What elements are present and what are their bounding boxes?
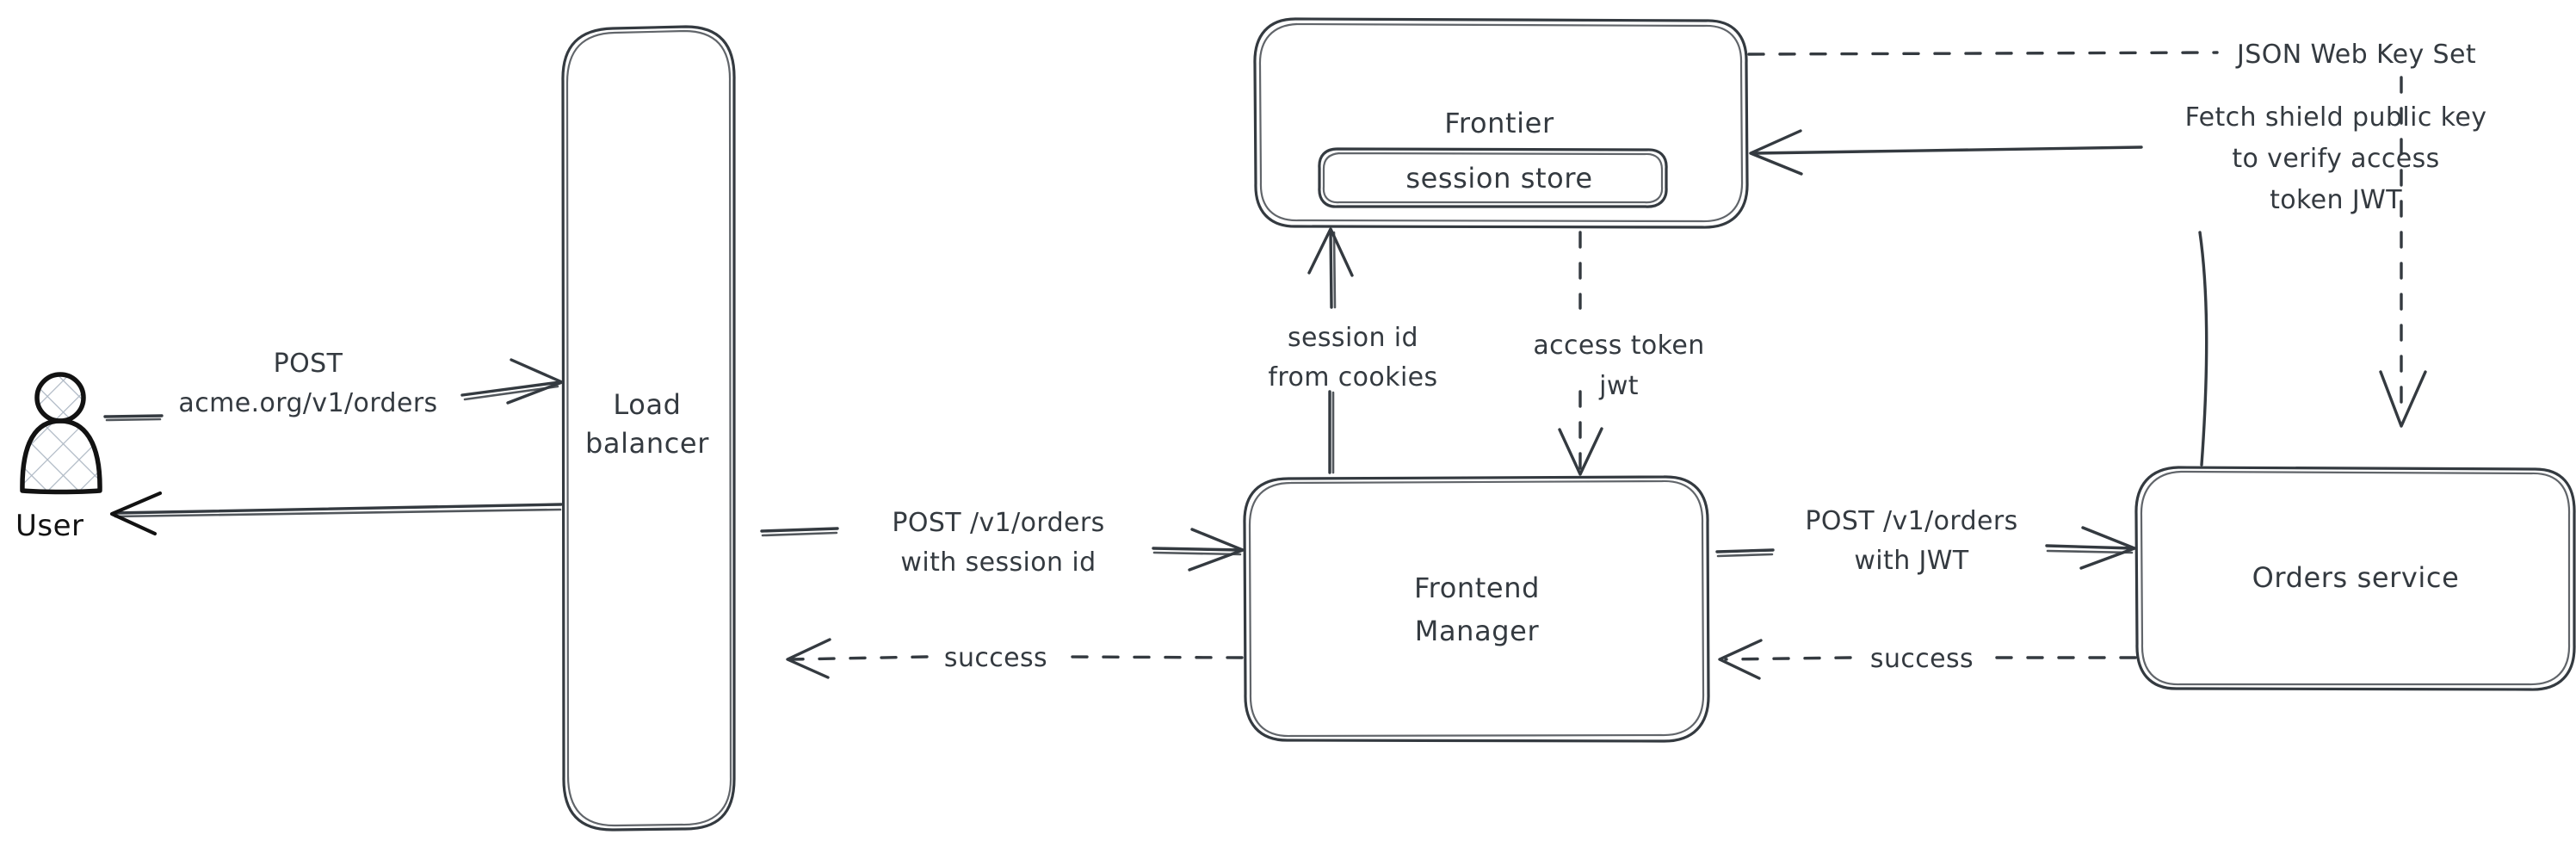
edge-user-lb-label-line2: acme.org/v1/orders: [178, 388, 437, 418]
edge-frontier-to-orders: JSON Web Key Set: [1747, 40, 2476, 428]
edge-fm-lb-label: success: [944, 643, 1047, 673]
edge-frontier-fm-label-line2: jwt: [1598, 371, 1639, 401]
edge-orders-frontier-label-line1: Fetch shield public key: [2185, 102, 2487, 133]
edge-user-lb-label-line1: POST: [274, 349, 343, 379]
frontend-manager-label-line1: Frontend: [1414, 572, 1540, 604]
node-load-balancer[interactable]: Load balancer: [561, 25, 736, 832]
node-orders-service[interactable]: Orders service: [2134, 466, 2576, 691]
user-label: User: [15, 509, 84, 543]
edge-frontend-manager-to-frontier: session id from cookies: [1268, 227, 1437, 474]
node-frontier[interactable]: Frontier session store: [1253, 17, 1749, 229]
edge-frontend-manager-to-lb: success: [786, 638, 1244, 679]
orders-service-label: Orders service: [2252, 561, 2460, 594]
load-balancer-label-line2: balancer: [585, 427, 709, 460]
frontend-manager-label-line2: Manager: [1415, 615, 1540, 647]
node-frontend-manager[interactable]: Frontend Manager: [1243, 475, 1710, 743]
edge-frontier-to-frontend-manager: access token jwt: [1533, 231, 1704, 476]
edge-frontend-manager-to-orders: POST /v1/orders with JWT: [1715, 506, 2136, 576]
load-balancer-label-line1: Load: [613, 388, 681, 421]
session-store-label: session store: [1405, 162, 1592, 195]
edge-orders-to-frontier: Fetch shield public key to verify access…: [1749, 102, 2487, 467]
edge-frontier-fm-label-line1: access token: [1533, 331, 1704, 361]
edge-fm-frontier-label-line2: from cookies: [1268, 362, 1437, 393]
node-session-store[interactable]: session store: [1318, 147, 1668, 208]
edge-frontier-orders-label: JSON Web Key Set: [2235, 40, 2476, 70]
edge-fm-orders-label-line2: with JWT: [1854, 546, 1968, 576]
edge-lb-fm-label-line1: POST /v1/orders: [892, 508, 1104, 538]
edge-orders-frontier-label-line3: token JWT: [2270, 185, 2402, 215]
edge-fm-frontier-label-line1: session id: [1288, 323, 1418, 353]
person-icon: [20, 372, 102, 495]
edge-user-to-load-balancer: POST acme.org/v1/orders: [103, 349, 564, 422]
frontier-label: Frontier: [1444, 107, 1554, 139]
edge-lb-to-frontend-manager: POST /v1/orders with session id: [760, 508, 1245, 578]
edge-load-balancer-to-user: [109, 491, 563, 536]
edge-lb-fm-label-line2: with session id: [900, 547, 1096, 578]
user-actor[interactable]: User: [15, 372, 102, 543]
edge-orders-frontier-label-line2: to verify access: [2232, 144, 2439, 174]
edge-orders-to-frontend-manager: success: [1718, 639, 2137, 680]
edge-orders-fm-label: success: [1870, 644, 1974, 674]
edge-fm-orders-label-line1: POST /v1/orders: [1805, 506, 2017, 536]
